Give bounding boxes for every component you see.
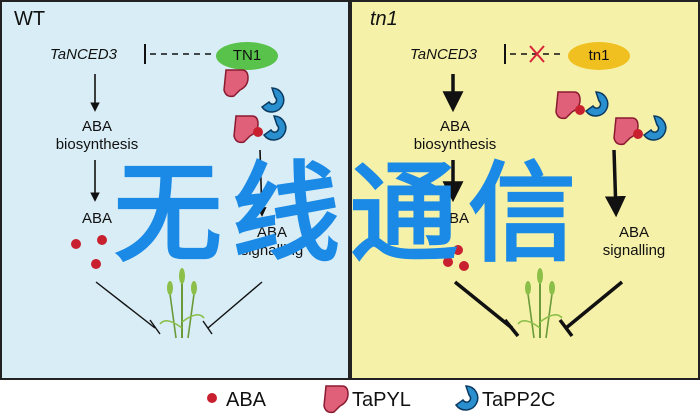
tn1-gene-label: TaNCED3 — [410, 46, 477, 63]
tn1-aba-signalling-label: ABA signalling — [602, 224, 666, 259]
wt-gene-label: TaNCED3 — [50, 46, 117, 63]
tn1-aba-biosynthesis-label: ABA biosynthesis — [413, 118, 497, 153]
tn1-mutant-protein: tn1 — [568, 42, 630, 70]
legend-tapyl-icon — [323, 385, 349, 414]
legend-aba-icon — [207, 393, 217, 403]
tn1-panel: tn1 TaNCED3 tn1 ABA biosynthesis ABA ABA… — [350, 0, 700, 380]
legend-tapyl-label: TaPYL — [352, 388, 411, 411]
legend-tapp2c-icon — [455, 385, 479, 411]
legend-aba-label: ABA — [226, 388, 267, 411]
wt-aba-signalling-label: ABA signalling — [240, 224, 304, 259]
watermark-text: 无线通信 — [113, 152, 586, 277]
tn1-panel-title: tn1 — [370, 8, 398, 30]
wt-tn1-protein: TN1 — [216, 42, 278, 70]
wt-panel-title: WT — [14, 8, 46, 30]
tn1-aba-label: ABA — [438, 210, 469, 227]
wt-aba-label: ABA — [81, 210, 112, 227]
wt-aba-biosynthesis-label: ABA biosynthesis — [55, 118, 139, 153]
legend-tapp2c-label: TaPP2C — [482, 388, 556, 411]
